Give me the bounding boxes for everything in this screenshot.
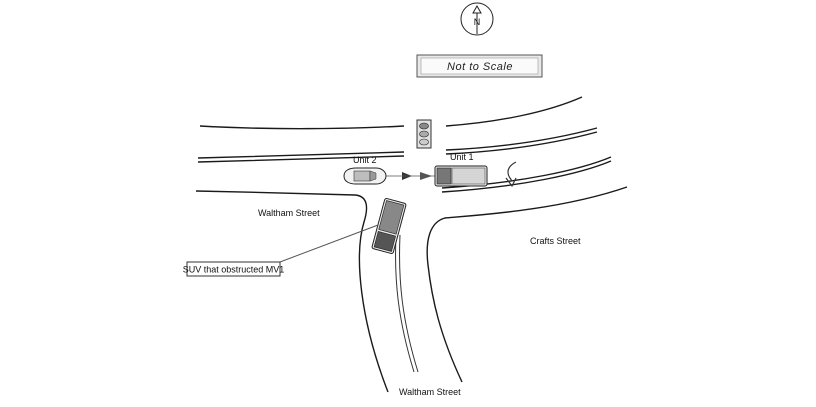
north-arrow-icon (472, 4, 482, 34)
street-label-waltham-south: Waltham Street (399, 387, 461, 397)
direction-arrow-icon (386, 172, 436, 180)
street-label-crafts: Crafts Street (530, 236, 581, 246)
roads (195, 96, 628, 393)
crafts-center-line-a (445, 127, 598, 151)
waltham-center-line-b (197, 155, 405, 163)
u-turn-arrow-icon (505, 161, 517, 188)
waltham-north-edge (199, 125, 405, 130)
crafts-lane-line-b (441, 160, 612, 193)
unit2-vehicle (343, 167, 387, 185)
south-center-line-b (399, 234, 419, 373)
unit2-label: Unit 2 (353, 155, 377, 165)
waltham-south-edge (195, 190, 389, 393)
scale-note-text: Not to Scale (447, 61, 513, 73)
compass-letter: N (474, 17, 481, 27)
suv-vehicle (371, 197, 407, 255)
unit1-label: Unit 1 (450, 152, 474, 162)
compass: N (460, 2, 494, 36)
waltham-center-line-a (197, 151, 405, 159)
street-label-waltham-west: Waltham Street (258, 208, 320, 218)
crafts-center-line-b (445, 131, 598, 155)
scale-note: Not to Scale (416, 54, 543, 78)
unit1-vehicle (434, 165, 488, 187)
crafts-north-edge (445, 96, 583, 127)
south-center-line-a (395, 234, 415, 373)
crafts-south-edge (426, 186, 628, 383)
traffic-signal-icon (416, 119, 432, 149)
callout-box: SUV that obstructed MV1 (183, 261, 285, 277)
callout-text: SUV that obstructed MV1 (183, 265, 285, 275)
callout-leader (279, 224, 379, 263)
